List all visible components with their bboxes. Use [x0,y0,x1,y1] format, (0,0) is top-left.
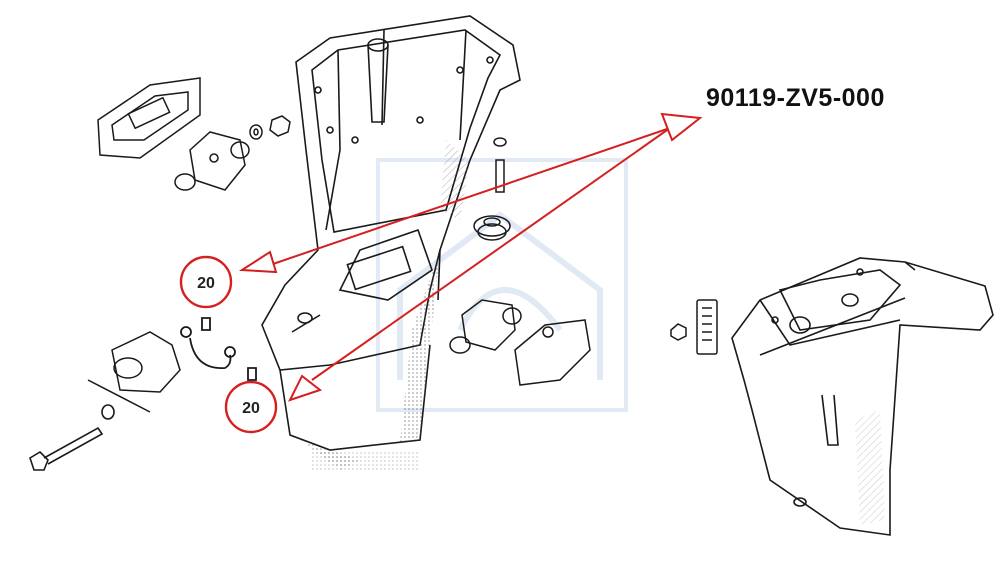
callout-label-upper: 20 [197,275,215,292]
callout-circle-upper [179,255,233,309]
long-bolt [29,404,115,471]
part-number-label: 90119-ZV5-000 [706,84,885,112]
upper-mount-bracket [97,77,201,159]
ground-wire [180,317,257,381]
leader-line-upper [269,127,671,266]
watermark-letter [457,287,563,332]
upper-mount-rubber [174,131,250,191]
midsection-shading [300,140,470,470]
lower-mount-bracket [514,319,591,386]
arrowhead-upper [238,250,278,274]
grommet-and-bolt [473,137,511,241]
arrowhead-part-number [660,112,703,142]
arrowhead-lower [288,374,323,402]
lower-clamp [87,331,181,413]
leader-line-lower [311,127,671,381]
callout-label-lower: 20 [242,400,260,417]
callout-circle-lower [224,380,278,434]
lower-mount-rubber [449,299,522,354]
lower-unit-shading [855,410,885,525]
annotation-layer: 20 20 [179,112,703,434]
watermark-house [397,211,603,380]
anode-plate [696,299,718,355]
washer-and-nut [249,115,291,140]
lower-unit-housing [731,257,994,536]
anode-bolt [670,323,687,341]
